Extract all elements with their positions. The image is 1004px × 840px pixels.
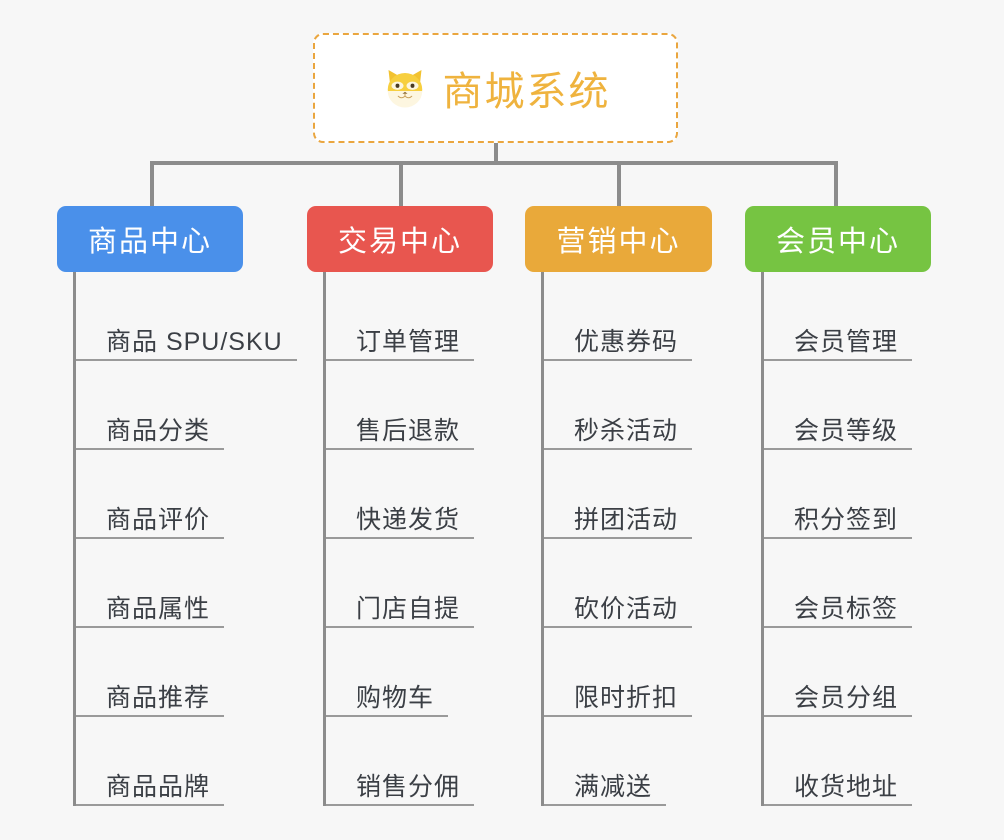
- list-item[interactable]: 订单管理: [326, 272, 493, 361]
- list-item[interactable]: 商品属性: [76, 539, 243, 628]
- list-item[interactable]: 砍价活动: [544, 539, 712, 628]
- list-item[interactable]: 满减送: [544, 717, 712, 806]
- connector-drop-1: [150, 161, 154, 206]
- connector-root-stem: [494, 143, 498, 164]
- leaf-label: 积分签到: [794, 506, 899, 534]
- connector-drop-3: [617, 161, 621, 206]
- list-item[interactable]: 会员分组: [764, 628, 931, 717]
- leaf-label: 商品品牌: [106, 773, 211, 801]
- leaf-list-1: 商品 SPU/SKU 商品分类 商品评价 商品属性 商品推荐 商品品牌: [73, 272, 297, 806]
- list-item[interactable]: 限时折扣: [544, 628, 712, 717]
- leaf-list-3: 优惠券码 秒杀活动 拼团活动 砍价活动 限时折扣 满减送: [541, 272, 712, 806]
- category-label-4: 会员中心: [775, 226, 900, 258]
- list-item[interactable]: 销售分佣: [326, 717, 493, 806]
- leaf-label: 销售分佣: [356, 773, 461, 801]
- list-item[interactable]: 商品推荐: [76, 628, 243, 717]
- list-item[interactable]: 快递发货: [326, 450, 493, 539]
- list-item[interactable]: 商品评价: [76, 450, 243, 539]
- leaf-label: 购物车: [356, 684, 435, 712]
- leaf-label: 拼团活动: [574, 506, 679, 534]
- root-title: 商城系统: [442, 70, 611, 114]
- category-column-2: 交易中心 订单管理 售后退款 快递发货 门店自提 购物车 销售分佣: [307, 206, 493, 806]
- list-item[interactable]: 门店自提: [326, 539, 493, 628]
- leaf-label: 砍价活动: [574, 595, 679, 623]
- leaf-label: 快递发货: [356, 506, 461, 534]
- list-item[interactable]: 优惠券码: [544, 272, 712, 361]
- leaf-label: 商品推荐: [106, 684, 211, 712]
- leaf-label: 秒杀活动: [574, 417, 679, 445]
- leaf-list-2: 订单管理 售后退款 快递发货 门店自提 购物车 销售分佣: [323, 272, 493, 806]
- list-item[interactable]: 会员标签: [764, 539, 931, 628]
- leaf-label: 门店自提: [356, 595, 461, 623]
- list-item[interactable]: 拼团活动: [544, 450, 712, 539]
- leaf-label: 商品分类: [106, 417, 211, 445]
- list-item[interactable]: 商品分类: [76, 361, 243, 450]
- category-header-3[interactable]: 营销中心: [525, 206, 712, 272]
- leaf-label: 会员分组: [794, 684, 899, 712]
- list-item[interactable]: 会员管理: [764, 272, 931, 361]
- list-item[interactable]: 购物车: [326, 628, 493, 717]
- connector-drop-4: [834, 161, 838, 206]
- category-column-3: 营销中心 优惠券码 秒杀活动 拼团活动 砍价活动 限时折扣 满减送: [525, 206, 712, 806]
- category-header-4[interactable]: 会员中心: [745, 206, 931, 272]
- shiba-dog-face-icon: [381, 64, 429, 112]
- category-label-3: 营销中心: [556, 226, 681, 258]
- connector-horizontal-bar: [150, 161, 838, 165]
- list-item[interactable]: 售后退款: [326, 361, 493, 450]
- leaf-label: 售后退款: [356, 417, 461, 445]
- leaf-label: 商品属性: [106, 595, 211, 623]
- category-label-2: 交易中心: [337, 226, 462, 258]
- list-item[interactable]: 积分签到: [764, 450, 931, 539]
- leaf-label: 满减送: [574, 773, 653, 801]
- leaf-label: 商品评价: [106, 506, 211, 534]
- leaf-label: 会员标签: [794, 595, 899, 623]
- leaf-label: 收货地址: [794, 773, 899, 801]
- leaf-label: 会员等级: [794, 417, 899, 445]
- list-item[interactable]: 商品 SPU/SKU: [76, 272, 297, 361]
- category-header-2[interactable]: 交易中心: [307, 206, 493, 272]
- leaf-label: 优惠券码: [574, 328, 679, 356]
- leaf-label: 商品 SPU/SKU: [106, 328, 283, 356]
- category-label-1: 商品中心: [87, 226, 212, 258]
- category-column-4: 会员中心 会员管理 会员等级 积分签到 会员标签 会员分组 收货地址: [745, 206, 931, 806]
- leaf-list-4: 会员管理 会员等级 积分签到 会员标签 会员分组 收货地址: [761, 272, 931, 806]
- category-header-1[interactable]: 商品中心: [57, 206, 243, 272]
- category-column-1: 商品中心 商品 SPU/SKU 商品分类 商品评价 商品属性 商品推荐 商品品牌: [57, 206, 297, 806]
- root-node[interactable]: 商城系统: [313, 33, 678, 143]
- leaf-label: 订单管理: [356, 328, 461, 356]
- leaf-label: 限时折扣: [574, 684, 679, 712]
- list-item[interactable]: 商品品牌: [76, 717, 243, 806]
- leaf-label: 会员管理: [794, 328, 899, 356]
- list-item[interactable]: 秒杀活动: [544, 361, 712, 450]
- list-item[interactable]: 会员等级: [764, 361, 931, 450]
- list-item[interactable]: 收货地址: [764, 717, 931, 806]
- connector-drop-2: [399, 161, 403, 206]
